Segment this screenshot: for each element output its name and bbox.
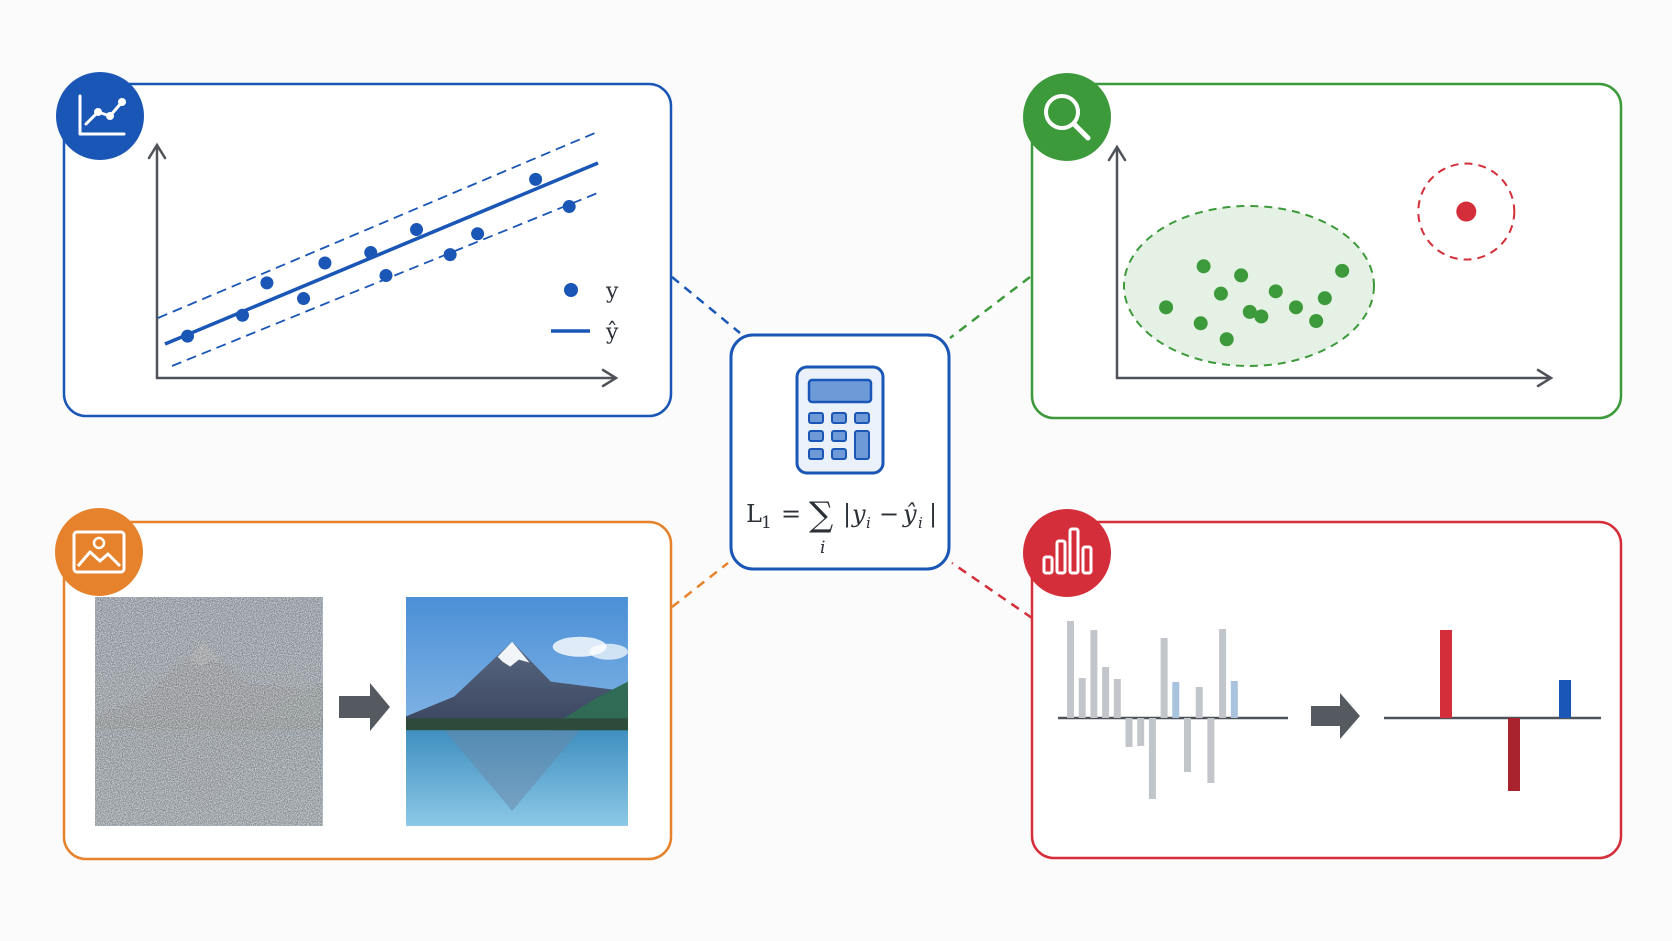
dense-coefficient-bar <box>1148 718 1156 799</box>
regression-point <box>443 248 457 262</box>
sparse-coefficient-bar <box>1508 718 1520 791</box>
dense-coefficient-bar <box>1090 630 1098 718</box>
regression-point <box>318 256 332 270</box>
cluster-point <box>1196 259 1211 274</box>
formula-sum-index: i <box>820 538 825 558</box>
regression-point <box>260 276 274 290</box>
formula-abs-close: | <box>929 500 937 529</box>
regression-point <box>562 200 576 214</box>
dense-coefficient-bar <box>1184 718 1191 772</box>
clean-image <box>406 597 628 826</box>
regression-point <box>181 329 195 343</box>
formula-yhat: ŷ <box>902 500 917 528</box>
image-icon <box>55 508 143 596</box>
normal-cluster-region <box>1123 205 1375 367</box>
connector-anomaly <box>949 276 1031 339</box>
dense-coefficient-bar <box>1172 682 1180 718</box>
dense-coefficient-bar <box>1067 621 1074 718</box>
l1-formula: L 1 = ∑ i | y i − ŷ i | <box>746 495 937 558</box>
legend-line-label: ŷ <box>605 320 619 345</box>
sparse-coefficient-bar <box>1559 680 1571 718</box>
dense-coefficient-bar <box>1207 718 1215 783</box>
formula-sum: ∑ <box>809 495 833 535</box>
formula-y-subscript: i <box>866 514 871 532</box>
arrow-right-icon <box>1311 693 1360 739</box>
connector-denoise <box>671 562 729 608</box>
regression-point <box>529 172 543 186</box>
formula-equals: = <box>781 500 801 528</box>
cluster-point <box>1193 316 1208 331</box>
legend-point-marker <box>564 283 578 297</box>
regression-point <box>364 246 378 260</box>
dense-coefficient-bar <box>1102 667 1110 718</box>
calculator-icon <box>795 365 885 475</box>
dense-coefficient-bar <box>1113 679 1121 718</box>
cluster-point <box>1234 268 1249 283</box>
center-l1-box: L 1 = ∑ i | y i − ŷ i | <box>729 333 951 571</box>
anomaly-panel <box>1023 73 1623 420</box>
cluster-point <box>1219 332 1234 347</box>
cluster-point <box>1309 314 1324 328</box>
dense-coefficient-bar <box>1230 681 1238 718</box>
cluster-point <box>1159 300 1174 315</box>
line-chart-icon <box>56 72 144 160</box>
dense-coefficient-bar <box>1078 678 1086 718</box>
cluster-point <box>1288 300 1303 315</box>
dense-coefficient-bar <box>1160 638 1168 718</box>
cluster-point <box>1317 291 1332 306</box>
dense-coefficient-bar <box>1195 687 1203 718</box>
dense-coefficient-bar <box>1125 718 1133 747</box>
connector-regression <box>671 276 741 334</box>
legend-points-label: y <box>605 279 619 304</box>
magnifier-icon <box>1023 73 1111 161</box>
regression-point <box>410 223 424 237</box>
connector-sparsity <box>951 561 1033 620</box>
regression-point <box>471 227 485 241</box>
dense-coefficient-bar <box>1219 629 1227 718</box>
cluster-point <box>1335 263 1350 278</box>
outlier-ring <box>1417 162 1516 261</box>
regression-axes <box>147 142 619 388</box>
regression-point <box>235 308 249 322</box>
formula-lhs-subscript: 1 <box>761 513 772 533</box>
cluster-point <box>1268 284 1283 299</box>
regression-point <box>297 292 311 306</box>
cluster-point <box>1213 286 1228 301</box>
noisy-image <box>95 597 323 826</box>
formula-minus: − <box>879 500 899 528</box>
sparse-coefficient-bar <box>1440 630 1452 718</box>
arrow-right-icon <box>339 683 390 731</box>
sparsity-panel <box>1023 509 1623 860</box>
formula-y: y <box>851 500 866 528</box>
outlier-point <box>1456 201 1477 222</box>
regression-legend: y ŷ <box>551 279 619 345</box>
cluster-point <box>1254 309 1269 324</box>
dense-coefficient-bar <box>1137 718 1145 746</box>
denoise-panel <box>55 508 673 861</box>
cluster-point <box>1242 304 1257 319</box>
anomaly-axes <box>1107 144 1554 388</box>
formula-yhat-subscript: i <box>918 514 923 532</box>
formula-lhs: L <box>746 500 762 528</box>
formula-abs-open: | <box>843 500 851 529</box>
regression-panel: y ŷ <box>56 72 673 418</box>
regression-point <box>379 269 393 283</box>
bar-chart-icon <box>1023 509 1111 597</box>
